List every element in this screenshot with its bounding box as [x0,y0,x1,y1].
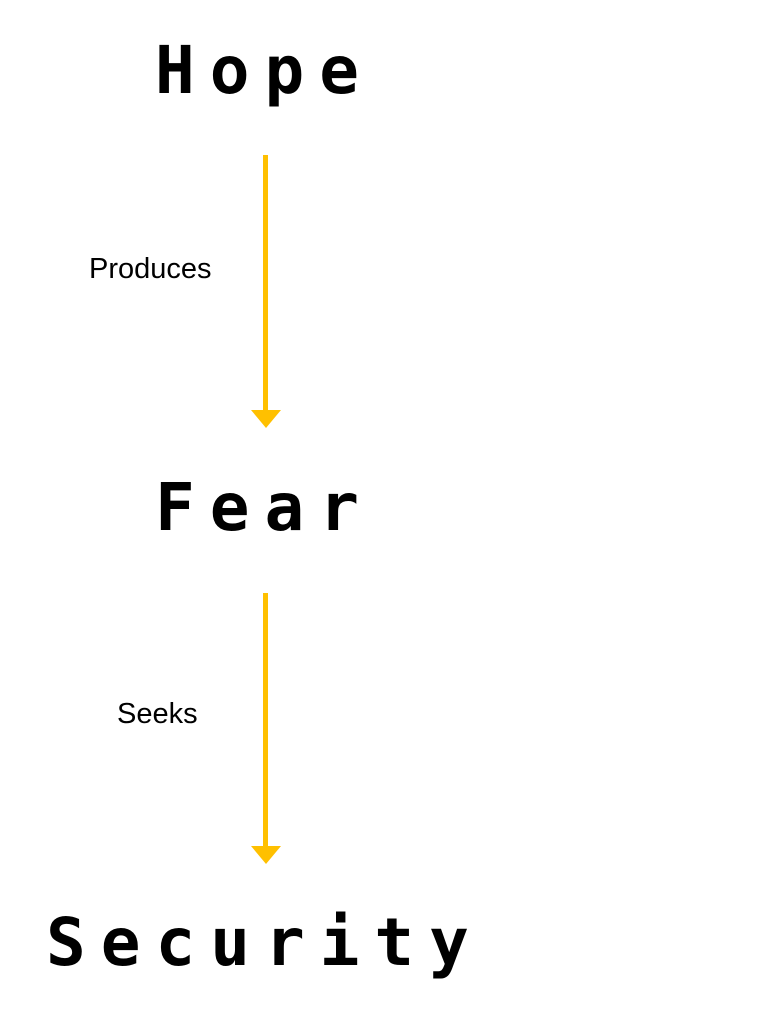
arrow-hope-to-fear [251,155,281,428]
edge-label-seeks: Seeks [117,698,198,730]
arrow-head [251,410,281,428]
node-security: Security [46,904,484,981]
arrow-head [251,846,281,864]
arrow-fear-to-security [251,593,281,864]
edge-label-produces: Produces [89,253,212,285]
node-hope: Hope [155,32,374,109]
node-fear: Fear [155,469,374,546]
arrow-shaft [263,593,268,848]
arrow-shaft [263,155,268,413]
